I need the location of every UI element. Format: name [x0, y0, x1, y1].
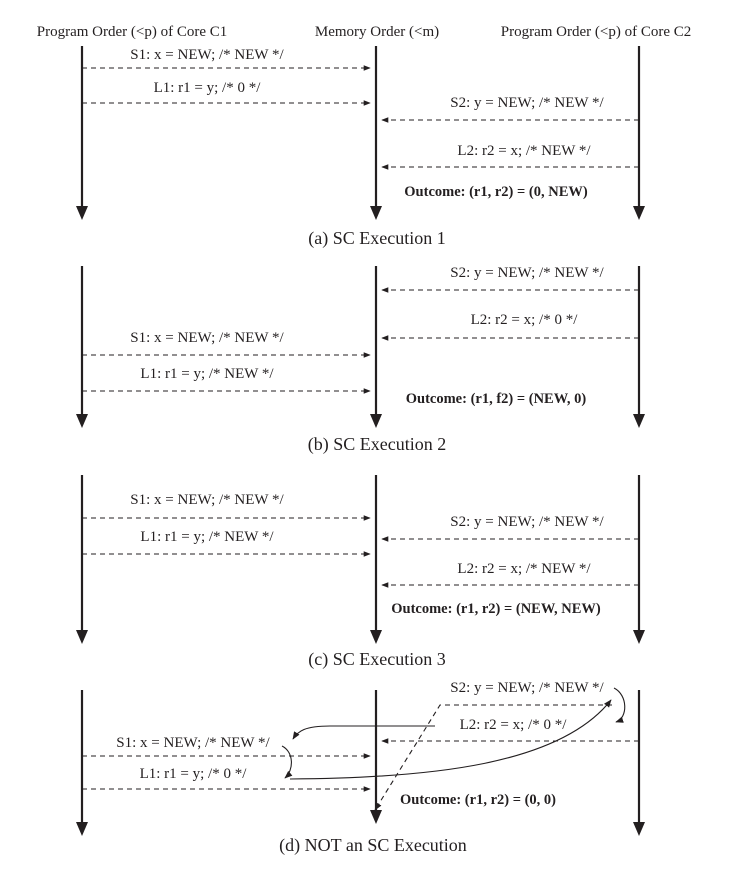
- outcome-label: Outcome: (r1, r2) = (NEW, NEW): [391, 601, 601, 617]
- panel-b: S2: y = NEW; /* NEW */ L2: r2 = x; /* 0 …: [76, 265, 645, 455]
- panel-caption: (c) SC Execution 3: [308, 649, 445, 670]
- op-label: S2: y = NEW; /* NEW */: [450, 514, 604, 530]
- core2-arrowhead: [633, 822, 645, 836]
- panel-d: S2: y = NEW; /* NEW */ L2: r2 = x; /* 0 …: [76, 680, 645, 856]
- op-label: S1: x = NEW; /* NEW */: [130, 47, 284, 63]
- core1-arrowhead: [76, 822, 88, 836]
- header-memory-order: Memory Order (<m): [315, 24, 439, 40]
- op-label: L1: r1 = y; /* 0 */: [154, 80, 262, 96]
- core1-arrowhead: [76, 206, 88, 220]
- core2-arrowhead: [633, 630, 645, 644]
- header-core2: Program Order (<p) of Core C2: [501, 24, 692, 40]
- op-label: L1: r1 = y; /* 0 */: [140, 766, 248, 782]
- memory-arrowhead: [370, 414, 382, 428]
- panel-c: S1: x = NEW; /* NEW */ S2: y = NEW; /* N…: [76, 475, 645, 670]
- cycle-arrow-s1-to-l1: [281, 745, 293, 779]
- memory-arrowhead: [370, 630, 382, 644]
- outcome-label: Outcome: (r1, f2) = (NEW, 0): [406, 391, 587, 407]
- op-label: L2: r2 = x; /* 0 */: [471, 312, 579, 328]
- panel-caption: (b) SC Execution 2: [308, 434, 446, 455]
- op-label: L1: r1 = y; /* NEW */: [140, 366, 274, 382]
- outcome-label: Outcome: (r1, r2) = (0, NEW): [404, 184, 588, 200]
- outcome-label: Outcome: (r1, r2) = (0, 0): [400, 792, 556, 808]
- memory-arrowhead: [370, 206, 382, 220]
- cycle-arrow-l2-to-s1: [292, 725, 435, 740]
- op-label: S2: y = NEW; /* NEW */: [450, 265, 604, 281]
- op-label: S1: x = NEW; /* NEW */: [130, 330, 284, 346]
- op-label: L1: r1 = y; /* NEW */: [140, 529, 274, 545]
- op-label: S1: x = NEW; /* NEW */: [116, 735, 270, 751]
- panel-caption: (d) NOT an SC Execution: [279, 835, 467, 856]
- op-label: S2: y = NEW; /* NEW */: [450, 95, 604, 111]
- memory-arrowhead: [370, 810, 382, 824]
- panel-a: S1: x = NEW; /* NEW */ L1: r1 = y; /* 0 …: [76, 46, 645, 249]
- core2-arrowhead: [633, 206, 645, 220]
- op-label: L2: r2 = x; /* NEW */: [457, 143, 591, 159]
- core1-arrowhead: [76, 414, 88, 428]
- op-label: S2: y = NEW; /* NEW */: [450, 680, 604, 696]
- op-label: L2: r2 = x; /* NEW */: [457, 561, 591, 577]
- core1-arrowhead: [76, 630, 88, 644]
- header-core1: Program Order (<p) of Core C1: [37, 24, 228, 40]
- core2-arrowhead: [633, 414, 645, 428]
- op-label: S1: x = NEW; /* NEW */: [130, 492, 284, 508]
- op-label: L2: r2 = x; /* 0 */: [460, 717, 568, 733]
- cycle-arrow-l1-to-s2: [289, 699, 612, 780]
- panel-caption: (a) SC Execution 1: [308, 228, 445, 249]
- cycle-arrow-s2-to-l2: [613, 687, 626, 723]
